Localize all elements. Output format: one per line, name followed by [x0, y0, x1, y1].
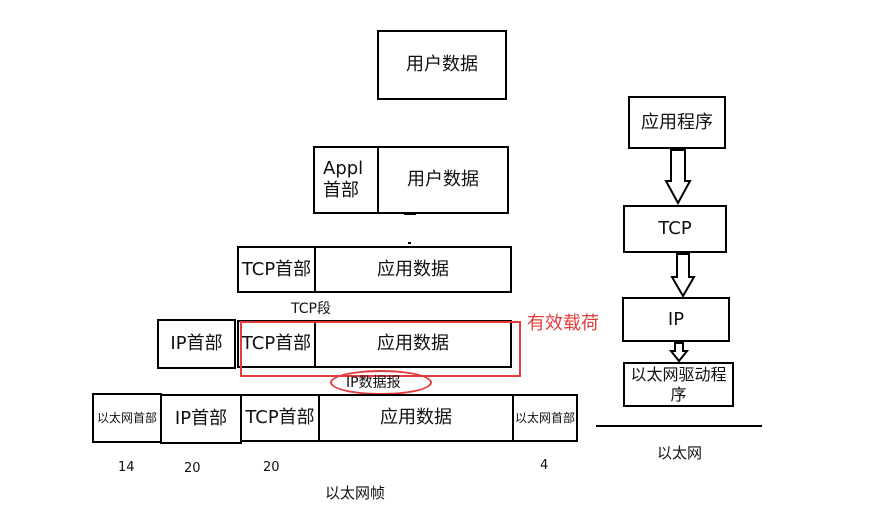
app-data-box-3: 应用数据: [318, 394, 514, 442]
down-arrow-icon: [670, 253, 696, 298]
down-arrow-icon: [664, 149, 692, 206]
ethernet-frame-label: 以太网帧: [325, 484, 386, 502]
tcp-header-box-3: TCP首部: [240, 394, 320, 442]
payload-label: 有效载荷: [527, 313, 599, 334]
tcp-header-box-2: TCP首部: [237, 320, 316, 368]
payload-highlight: [240, 321, 521, 377]
eth-trailer-box: 以太网首部: [512, 394, 578, 442]
tcp-header-box: TCP首部: [237, 246, 316, 293]
appl-header-box: Appl 首部: [313, 146, 379, 214]
down-arrow-icon: [668, 342, 690, 363]
user-data-box: 用户数据: [377, 30, 507, 100]
ethernet-bus-line: [596, 425, 762, 427]
app-data-box-2: 应用数据: [314, 320, 512, 368]
ip-header-box: IP首部: [157, 319, 236, 369]
size-tcp-header: 20: [263, 460, 280, 475]
stack-app-box: 应用程序: [628, 96, 726, 149]
ethernet-label: 以太网: [657, 444, 703, 462]
user-data-box-2: 用户数据: [377, 146, 509, 214]
eth-header-box: 以太网首部: [92, 393, 162, 443]
stack-tcp-box: TCP: [623, 205, 727, 253]
tcp-segment-label: TCP段: [291, 301, 331, 317]
ip-header-box-2: IP首部: [160, 394, 242, 444]
stack-driver-box: 以太网驱动程序: [623, 362, 734, 407]
app-data-box: 应用数据: [314, 246, 512, 293]
size-ip-header: 20: [184, 461, 201, 476]
stack-ip-box: IP: [622, 297, 730, 342]
ip-datagram-label: IP数据报: [346, 375, 401, 391]
size-eth-header: 14: [118, 460, 135, 475]
stray-dot: [408, 242, 411, 244]
size-eth-trailer: 4: [540, 458, 549, 473]
stray-mark: [404, 214, 416, 215]
